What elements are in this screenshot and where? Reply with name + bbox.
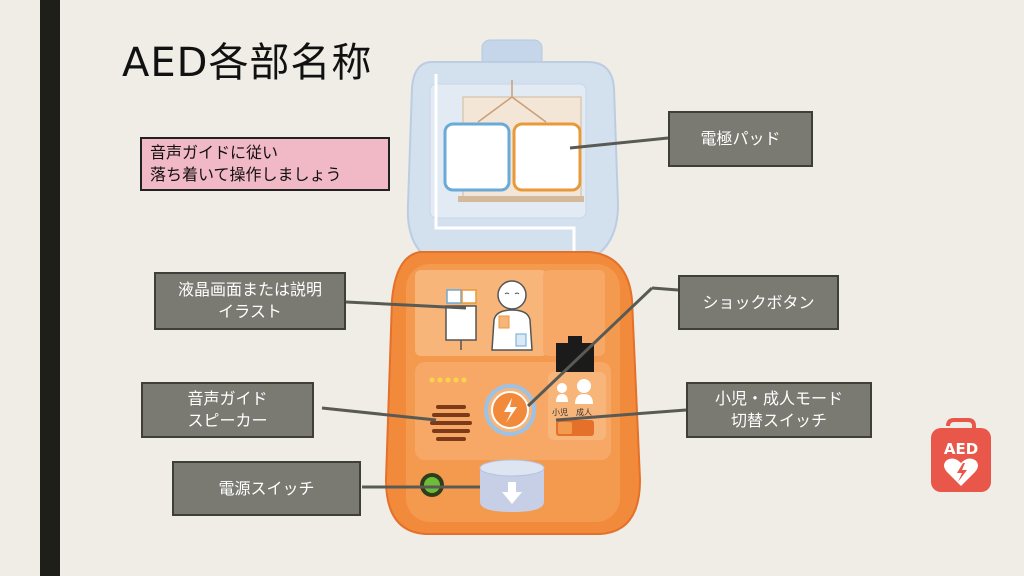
note-line-1: 音声ガイドに従い: [150, 143, 279, 162]
slide-accent-bar: [40, 0, 60, 576]
mode-adult-label: 成人: [576, 407, 592, 417]
aed-logo-icon: AED: [931, 418, 991, 492]
label-display-line1: 液晶画面または説明: [177, 280, 322, 299]
label-shock-button-text: ショックボタン: [702, 292, 815, 312]
label-power-switch-text: 電源スイッチ: [218, 478, 315, 498]
label-display-line2: イラスト: [218, 302, 282, 321]
leader-lines: [321, 136, 687, 489]
mode-switch-panel: 小児 成人: [548, 372, 606, 440]
power-switch: [420, 473, 444, 497]
label-electrode-pads-text: 電極パッド: [700, 129, 781, 148]
label-speaker-line2: スピーカー: [187, 411, 268, 430]
pad-storage-case: [479, 459, 545, 512]
label-mode-switch: 小児・成人モード 切替スイッチ: [686, 382, 872, 438]
label-speaker-line1: 音声ガイド: [187, 389, 268, 408]
label-speaker: 音声ガイド スピーカー: [141, 382, 314, 438]
note-line-2: 落ち着いて操作しましょう: [150, 165, 342, 184]
label-power-switch: 電源スイッチ: [172, 461, 361, 516]
label-electrode-pads: 電極パッド: [668, 111, 813, 167]
mode-child-label: 小児: [552, 408, 568, 417]
shock-button: [484, 384, 536, 436]
label-display: 液晶画面または説明 イラスト: [154, 272, 346, 330]
aed-logo-text: AED: [944, 440, 978, 458]
indicator-lights: [429, 377, 467, 383]
label-shock-button: ショックボタン: [678, 275, 839, 330]
instruction-note: 音声ガイドに従い 落ち着いて操作しましょう: [140, 137, 390, 191]
label-mode-switch-line2: 切替スイッチ: [730, 411, 827, 430]
electrode-pads: [443, 80, 584, 202]
slide-title: AED各部名称: [122, 40, 373, 86]
speaker-grille: [430, 405, 472, 441]
label-mode-switch-line1: 小児・成人モード: [714, 389, 843, 408]
pad-connector: [556, 336, 594, 373]
display-illustration: [445, 280, 533, 351]
